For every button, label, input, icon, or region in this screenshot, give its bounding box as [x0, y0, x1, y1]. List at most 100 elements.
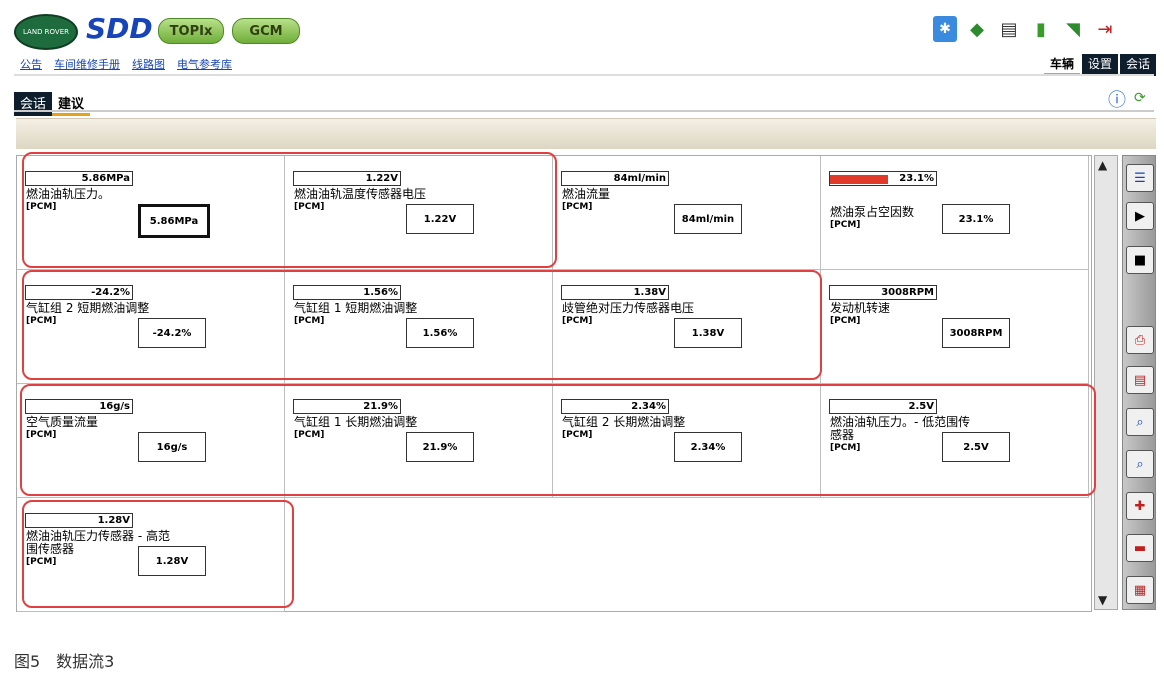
zoom-in-icon[interactable]: ⌕: [1126, 408, 1154, 436]
scrollbar[interactable]: ▲ ▼: [1094, 155, 1118, 610]
right-toolbar: ☰ ▶ ■ ⎙ ▤ ⌕ ⌕ ✚ ▬ ▦: [1122, 155, 1156, 610]
book-icon[interactable]: ▮: [1036, 18, 1046, 40]
param-gauge-value: 23.1%: [899, 173, 934, 184]
param-gauge: 5.86MPa: [25, 171, 133, 186]
param-label: 燃油流量[PCM]: [562, 188, 712, 214]
param-label: 气缸组 2 短期燃油调整[PCM]: [26, 302, 176, 328]
param-label-text: 燃油油轨压力传感器 - 高范围传感器: [26, 529, 170, 556]
param-gauge: 2.5V: [829, 399, 937, 414]
topix-button[interactable]: TOPIx: [158, 18, 224, 44]
param-gauge-value: 21.9%: [363, 401, 398, 412]
param-module: [PCM]: [562, 430, 593, 440]
param-module: [PCM]: [294, 316, 325, 326]
nav-bulletins[interactable]: 公告: [20, 58, 42, 71]
param-value-box: 84ml/min: [674, 204, 742, 234]
param-label-text: 燃油油轨压力。- 低范围传感器: [830, 415, 971, 442]
param-label: 空气质量流量[PCM]: [26, 416, 176, 442]
app-name: SDD: [86, 12, 153, 45]
param-label: 气缸组 2 长期燃油调整[PCM]: [562, 416, 712, 442]
param-value-box: 1.56%: [406, 318, 474, 348]
subtab-divider: [14, 110, 1154, 112]
exit-door-icon[interactable]: ⇥: [1097, 18, 1113, 40]
tab-vehicle[interactable]: 车辆: [1043, 54, 1080, 76]
top-nav: 公告 车间维修手册 线路图 电气参考库: [20, 56, 232, 72]
print-icon[interactable]: ⎙: [1126, 326, 1154, 354]
param-gauge-fill: [830, 175, 889, 184]
usb-icon[interactable]: ◆: [970, 18, 984, 40]
zoom-out-icon[interactable]: ⌕: [1126, 450, 1154, 478]
bluetooth-icon[interactable]: ✱: [933, 16, 957, 42]
param-gauge: 1.28V: [25, 513, 133, 528]
param-value-box: 1.22V: [406, 204, 474, 234]
signal-icon[interactable]: ◥: [1066, 18, 1080, 40]
graph-view-icon[interactable]: ▦: [1126, 576, 1154, 604]
export-icon[interactable]: ▤: [1126, 366, 1154, 394]
record-camera-icon[interactable]: ▶: [1126, 202, 1154, 230]
param-module: [PCM]: [562, 316, 593, 326]
param-label-text: 燃油流量: [562, 187, 611, 201]
list-view-icon[interactable]: ☰: [1126, 164, 1154, 192]
scroll-down-icon[interactable]: ▼: [1098, 593, 1108, 607]
sub-tabs: 会话 建议: [14, 92, 91, 116]
param-gauge: 23.1%: [829, 171, 937, 186]
param-label-text: 燃油油轨压力。: [26, 187, 111, 201]
param-label: 燃油泵占空因数[PCM]: [830, 206, 980, 232]
nav-electrical-reference[interactable]: 电气参考库: [177, 58, 232, 71]
land-rover-logo: LAND ROVER: [14, 14, 78, 50]
param-label-text: 空气质量流量: [26, 415, 99, 429]
param-label-text: 燃油油轨温度传感器电压: [294, 187, 427, 201]
toolbar-band: [16, 118, 1156, 149]
subtab-session[interactable]: 会话: [14, 92, 53, 116]
param-cell-bank1-long-term-fuel-trim[interactable]: 21.9%气缸组 1 长期燃油调整[PCM]21.9%: [285, 384, 553, 498]
param-gauge-value: 84ml/min: [613, 173, 666, 184]
param-module: [PCM]: [830, 443, 861, 453]
battery-icon[interactable]: ▤: [1000, 18, 1018, 40]
param-cell-fuel-pump-duty-cycle[interactable]: 23.1%燃油泵占空因数[PCM]23.1%: [821, 156, 1089, 270]
nav-workshop-manual[interactable]: 车间维修手册: [54, 58, 120, 71]
param-module: [PCM]: [26, 202, 57, 212]
param-gauge-value: 1.56%: [363, 287, 398, 298]
param-gauge: 84ml/min: [561, 171, 669, 186]
param-value-box: 3008RPM: [942, 318, 1010, 348]
param-gauge: 16g/s: [25, 399, 133, 414]
scroll-up-icon[interactable]: ▲: [1098, 158, 1108, 172]
tab-session[interactable]: 会话: [1119, 54, 1156, 76]
param-gauge-value: 16g/s: [99, 401, 130, 412]
param-cell-bank2-long-term-fuel-trim[interactable]: 2.34%气缸组 2 长期燃油调整[PCM]2.34%: [553, 384, 821, 498]
tab-settings[interactable]: 设置: [1081, 54, 1118, 76]
param-cell-bank1-short-term-fuel-trim[interactable]: 1.56%气缸组 1 短期燃油调整[PCM]1.56%: [285, 270, 553, 384]
subtab-recommendations[interactable]: 建议: [52, 92, 91, 116]
param-module: [PCM]: [26, 316, 57, 326]
param-value-box: 1.28V: [138, 546, 206, 576]
remove-parameter-icon[interactable]: ▬: [1126, 534, 1154, 562]
vehicle-tabs: 车辆 设置 会话: [1043, 54, 1156, 76]
param-cell-bank2-short-term-fuel-trim[interactable]: -24.2%气缸组 2 短期燃油调整[PCM]-24.2%: [17, 270, 285, 384]
param-value-box: 1.38V: [674, 318, 742, 348]
param-gauge-value: 1.22V: [365, 173, 398, 184]
stop-icon[interactable]: ■: [1126, 246, 1154, 274]
status-icons: ✱ ◆ ▤ ▮ ◥ ⇥: [933, 16, 1117, 42]
param-gauge: 21.9%: [293, 399, 401, 414]
param-label: 歧管绝对压力传感器电压[PCM]: [562, 302, 712, 328]
add-parameter-icon[interactable]: ✚: [1126, 492, 1154, 520]
param-gauge: 1.56%: [293, 285, 401, 300]
nav-wiring-diagrams[interactable]: 线路图: [132, 58, 165, 71]
param-value-box: 5.86MPa: [138, 204, 210, 238]
help-icon[interactable]: ⓘ: [1108, 90, 1126, 111]
refresh-icon[interactable]: ⟳: [1134, 90, 1146, 106]
param-gauge: 1.22V: [293, 171, 401, 186]
gcm-button[interactable]: GCM: [232, 18, 300, 44]
param-label: 气缸组 1 长期燃油调整[PCM]: [294, 416, 444, 442]
param-label: 气缸组 1 短期燃油调整[PCM]: [294, 302, 444, 328]
param-gauge: 3008RPM: [829, 285, 937, 300]
param-value-box: 16g/s: [138, 432, 206, 462]
param-module: [PCM]: [26, 430, 57, 440]
